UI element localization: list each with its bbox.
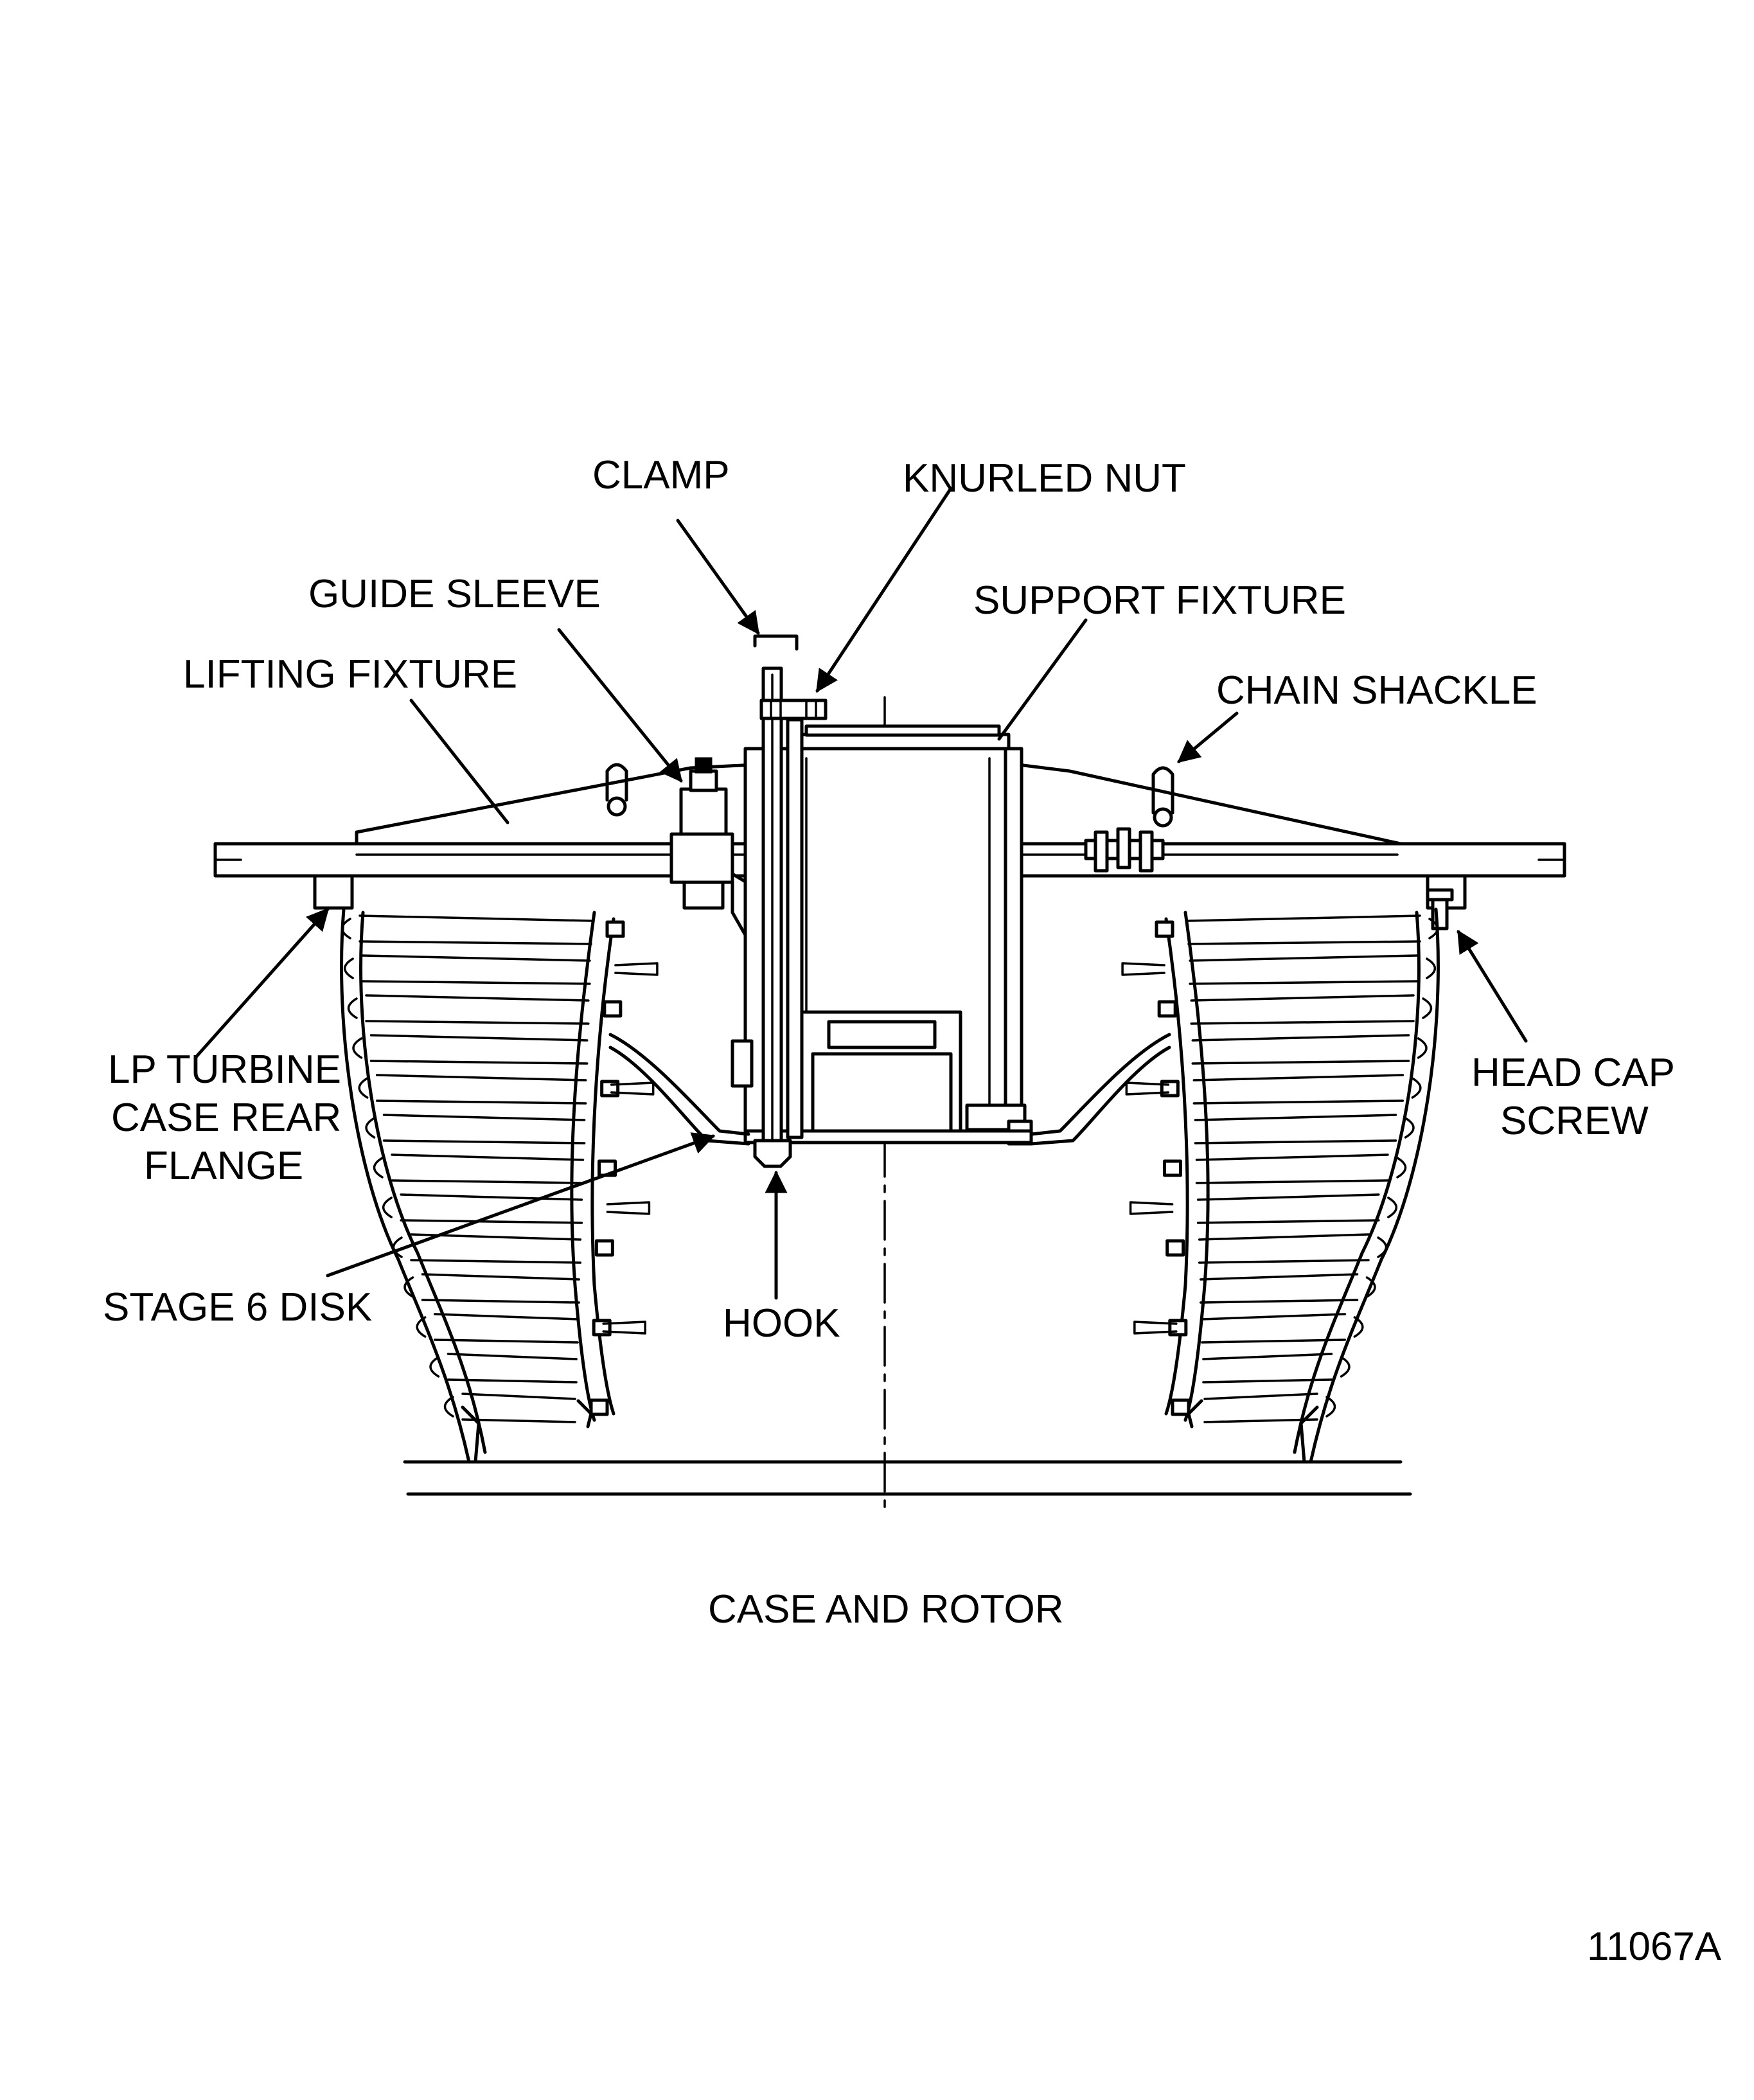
labels: CLAMP KNURLED NUT GUIDE SLEEVE SUPPORT F… [103,453,1722,1969]
head-cap-screw [1426,888,1454,930]
leader-lp-turbine-flange [194,907,330,1059]
leader-lines [194,486,1528,1300]
case-rotor-right [1029,907,1440,1464]
label-knurled-nut: KNURLED NUT [903,456,1186,501]
label-hook: HOOK [723,1301,840,1346]
case-rotor-left [340,907,750,1464]
label-stage-6-disk: STAGE 6 DISK [103,1285,372,1330]
label-head-cap-screw-line2: SCREW [1500,1099,1649,1143]
leader-knurled-nut [815,486,953,693]
label-guide-sleeve: GUIDE SLEEVE [308,572,601,616]
label-support-fixture: SUPPORT FIXTURE [973,578,1346,623]
label-head-cap-screw-line1: HEAD CAP [1471,1051,1675,1095]
leader-stage-6-disk [326,1132,716,1277]
leader-guide-sleeve [557,628,683,783]
leader-chain-shackle [1177,711,1239,763]
chain-shackle-right [1151,766,1174,828]
chain-shackle-left [605,763,628,817]
caption: CASE AND ROTOR [708,1587,1064,1632]
clamp-assembly [753,634,828,1168]
ground-lines [403,1460,1412,1496]
beam-bolts-right [1084,827,1165,873]
label-clamp: CLAMP [592,453,730,497]
label-lp-turbine-line1: LP TURBINE [108,1047,341,1092]
leader-head-cap-screw [1457,930,1528,1043]
leader-lifting-fixture [409,699,509,824]
label-lifting-fixture: LIFTING FIXTURE [183,652,517,697]
label-chain-shackle: CHAIN SHACKLE [1216,668,1537,713]
label-lp-turbine-line2: CASE REAR [111,1096,341,1140]
leader-support-fixture [997,618,1088,741]
figure-number: 11067A [1587,1925,1722,1969]
label-lp-turbine-line3: FLANGE [144,1144,303,1188]
leader-clamp [676,519,760,635]
